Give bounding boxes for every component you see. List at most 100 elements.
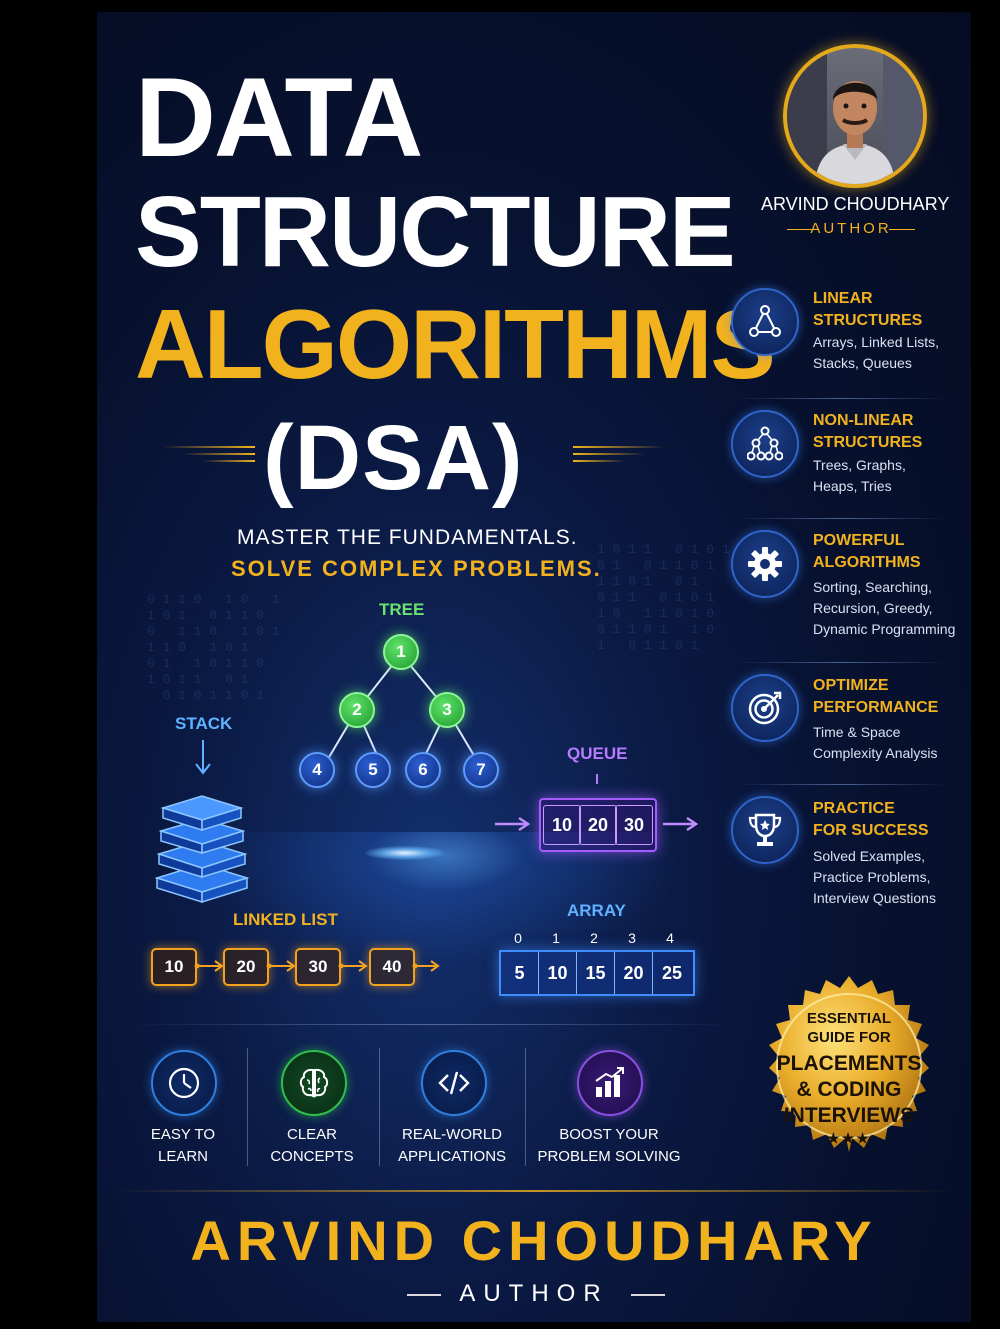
- tree-node: 3: [429, 692, 465, 728]
- feature-3-title-2: ALGORITHMS: [813, 554, 921, 571]
- feature-5-title-1: PRACTICE: [813, 800, 895, 817]
- title-line-structure: STRUCTURE: [135, 176, 736, 288]
- code-icon: [421, 1050, 487, 1116]
- binary-background-right: 1 0 1 1 0 1 0 1 0 1 0 1 1 0 1 1 1 0 1 0 …: [597, 542, 730, 653]
- bottom-feature-1-line-1: EASY TO: [150, 1126, 216, 1143]
- feature-5-desc-2: Practice Problems,: [813, 869, 931, 885]
- array-box: 5 10 15 20 25: [499, 950, 695, 996]
- feature-2-desc-1: Trees, Graphs,: [813, 457, 906, 473]
- gear-icon: [731, 530, 799, 598]
- feature-1-desc-1: Arrays, Linked Lists,: [813, 334, 940, 350]
- badge-line-5: INTERVIEWS: [783, 1104, 915, 1127]
- author-role-top-label: AUTHOR: [810, 220, 892, 237]
- queue-cell: 30: [615, 805, 653, 845]
- array-cell: 20: [615, 952, 653, 994]
- trophy-icon: [731, 796, 799, 864]
- feature-separator: [737, 518, 947, 519]
- feature-2-title-2: STRUCTURES: [813, 434, 923, 451]
- feature-5-desc-3: Interview Questions: [813, 890, 936, 906]
- section-divider: [127, 1024, 737, 1025]
- badge-line-4: & CODING: [796, 1078, 902, 1101]
- bar-chart-icon: [577, 1050, 643, 1116]
- author-divider: [117, 1190, 951, 1192]
- target-icon: [731, 674, 799, 742]
- feature-1-title-1: LINEAR: [813, 290, 873, 307]
- author-role-bottom-label: AUTHOR: [459, 1280, 609, 1307]
- clock-icon: [151, 1050, 217, 1116]
- bottom-feature-3-line-2: APPLICATIONS: [397, 1148, 507, 1165]
- feature-1-title-2: STRUCTURES: [813, 312, 923, 329]
- badge-line-3: PLACEMENTS: [776, 1052, 922, 1075]
- linear-structures-icon: [731, 288, 799, 356]
- feature-2-title-1: NON-LINEAR: [813, 412, 914, 429]
- tree-network-icon: [731, 410, 799, 478]
- essential-guide-badge: ESSENTIAL GUIDE FOR PLACEMENTS & CODING …: [749, 972, 949, 1172]
- tree-node: 1: [383, 634, 419, 670]
- feature-5-desc-1: Solved Examples,: [813, 848, 926, 864]
- array-cell: 5: [501, 952, 539, 994]
- queue-box: 10 20 30: [539, 798, 657, 852]
- feature-2-desc-2: Heaps, Tries: [813, 478, 892, 494]
- linked-list-node: 10: [151, 948, 197, 986]
- feature-4-title-1: OPTIMIZE: [813, 677, 889, 694]
- linked-list-arrows: [194, 960, 440, 972]
- book-cover: 0 1 1 0 1 0 1 1 0 1 0 1 1 0 0 1 1 0 1 0 …: [97, 12, 971, 1322]
- array-cell: 25: [661, 963, 683, 983]
- badge-stars: ★★★: [827, 1130, 871, 1146]
- tagline-line-2: SOLVE COMPLEX PROBLEMS.: [231, 556, 602, 581]
- tree-node: 6: [405, 752, 441, 788]
- queue-tick: [596, 774, 598, 784]
- title-line-data: DATA: [135, 55, 423, 180]
- author-role-bottom: AUTHOR: [97, 1280, 971, 1308]
- linked-list-node: 30: [295, 948, 341, 986]
- queue-cell: 10: [543, 805, 581, 845]
- author-name-bottom: ARVIND CHOUDHARY: [190, 1209, 878, 1272]
- feature-separator: [737, 784, 947, 785]
- stack-label: STACK: [175, 714, 233, 733]
- array-label: ARRAY: [567, 901, 626, 920]
- queue-arrow-out-icon: [663, 816, 699, 832]
- title-line-algorithms: ALGORITHMS: [135, 289, 776, 399]
- title-left-ornament: [163, 444, 255, 464]
- stack-blocks-icon: [154, 795, 250, 904]
- bottom-separator: [247, 1048, 248, 1166]
- badge-seal-icon: [769, 976, 929, 1152]
- array-index: 3: [628, 930, 636, 946]
- bottom-feature-4-line-2: PROBLEM SOLVING: [537, 1148, 681, 1165]
- feature-1-desc-2: Stacks, Queues: [813, 355, 912, 371]
- bottom-separator: [525, 1048, 526, 1166]
- array-index: 0: [514, 930, 522, 946]
- array-cell: 10: [539, 952, 577, 994]
- array-cell: 15: [577, 952, 615, 994]
- binary-background-left: 0 1 1 0 1 0 1 1 0 1 0 1 1 0 0 1 1 0 1 0 …: [147, 592, 280, 703]
- queue-cell: 20: [579, 805, 617, 845]
- badge-line-2: GUIDE FOR: [807, 1029, 891, 1046]
- feature-3-title-1: POWERFUL: [813, 532, 905, 549]
- feature-3-desc-1: Sorting, Searching,: [813, 579, 933, 595]
- glow-center-flare: [365, 846, 445, 860]
- tree-node: 5: [355, 752, 391, 788]
- queue-label: QUEUE: [567, 744, 628, 763]
- feature-4-desc-1: Time & Space: [813, 724, 901, 740]
- tree-node: 2: [339, 692, 375, 728]
- feature-3-desc-2: Recursion, Greedy,: [813, 600, 933, 616]
- bottom-feature-4-line-1: BOOST YOUR: [559, 1126, 659, 1143]
- array-index: 2: [590, 930, 598, 946]
- tree-label: TREE: [379, 600, 425, 619]
- feature-3-desc-3: Dynamic Programming: [813, 621, 956, 637]
- title-right-ornament: [573, 444, 665, 464]
- brain-icon: [281, 1050, 347, 1116]
- array-index: 4: [666, 930, 674, 946]
- stack-arrow-icon: [195, 740, 211, 775]
- author-role-top: AUTHOR: [761, 220, 941, 240]
- array-index: 1: [552, 930, 560, 946]
- bottom-feature-2-line-1: CLEAR: [286, 1126, 338, 1143]
- bottom-separator: [379, 1048, 380, 1166]
- author-name-top: ARVIND CHOUDHARY: [761, 194, 950, 214]
- author-portrait: [783, 44, 927, 188]
- bottom-feature-3-line-1: REAL-WORLD: [401, 1126, 502, 1143]
- bottom-feature-1-line-2: LEARN: [157, 1148, 209, 1165]
- feature-separator: [737, 662, 947, 663]
- bottom-feature-2-line-2: CONCEPTS: [270, 1148, 354, 1165]
- feature-separator: [737, 398, 947, 399]
